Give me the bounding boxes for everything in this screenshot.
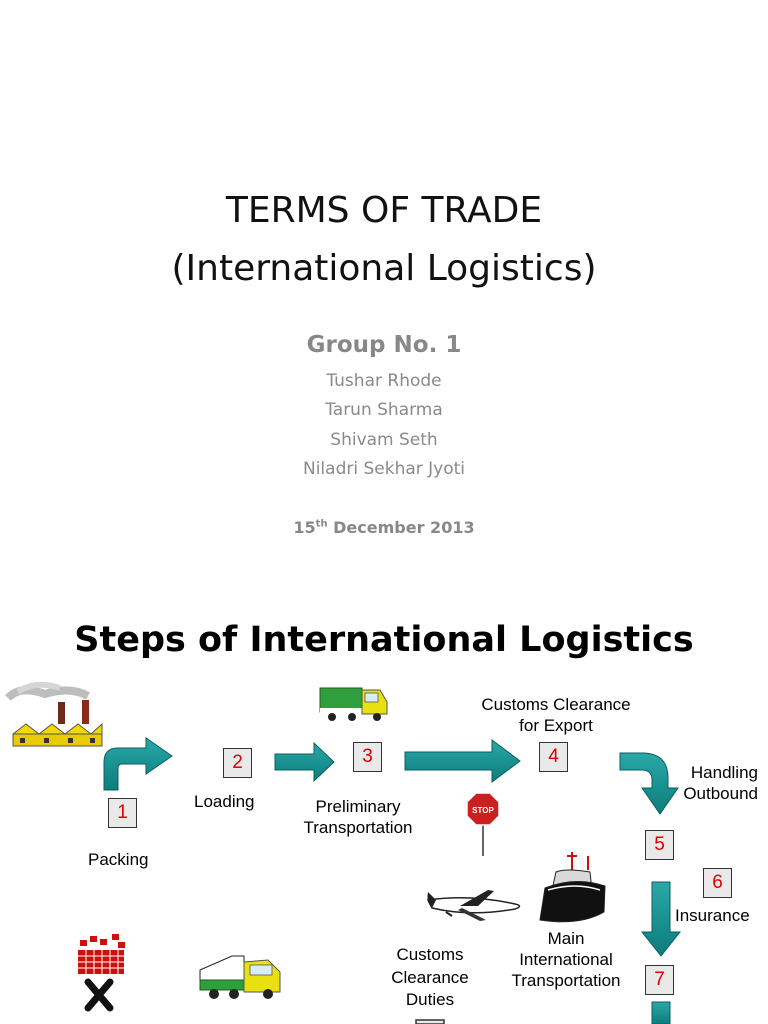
slide-title: Steps of International Logistics [74, 620, 694, 660]
presentation-date: 15th December 2013 [0, 518, 768, 537]
label-line: for Export [519, 716, 593, 735]
label-insurance: Insurance [675, 906, 750, 925]
member-name: Niladri Sekhar Jyoti [302, 459, 466, 479]
label-line: Preliminary [315, 797, 401, 816]
label-line: Transportation [511, 971, 621, 990]
label-customs-export: Customs Clearance for Export [470, 694, 642, 736]
step-box-1: 1 [108, 798, 137, 828]
label-line: Duties [405, 990, 455, 1009]
logistics-steps-slide: STOP [0, 590, 768, 1024]
label-line: Handling [690, 763, 758, 782]
flow-arrow-icon [274, 741, 335, 783]
label-loading: Loading [194, 792, 255, 811]
step-box-3: 3 [353, 742, 382, 772]
label-handling-outbound: Handling Outbound [668, 762, 758, 804]
label-main-transportation: Main International Transportation [500, 928, 632, 991]
flow-arrow-icon [404, 739, 521, 783]
stop-sign-icon: STOP [466, 792, 500, 856]
stop-sign-text: STOP [472, 806, 494, 815]
date-rest: December 2013 [327, 518, 475, 537]
group-heading: Group No. 1 [306, 332, 462, 358]
flow-arrow-icon [619, 752, 679, 815]
airplane-icon [426, 890, 521, 921]
title-slide: TERMS OF TRADE (International Logistics)… [0, 190, 768, 537]
truck-icon [319, 687, 388, 721]
label-line: Customs Clearance [481, 695, 631, 714]
label-customs-duties: Customs Clearance Duties [384, 944, 476, 1012]
slide-title-line2: (International Logistics) [171, 248, 597, 289]
label-line: Customs [396, 945, 464, 964]
step-box-2: 2 [223, 748, 252, 778]
step-box-6: 6 [703, 868, 732, 898]
flow-arrow-icon [651, 1001, 671, 1024]
label-line: Outbound [683, 784, 758, 803]
member-name: Shivam Seth [330, 430, 438, 450]
step-box-5: 5 [645, 830, 674, 860]
flow-arrow-icon [640, 881, 682, 957]
label-preliminary-transportation: Preliminary Transportation [298, 796, 418, 838]
member-name: Tarun Sharma [325, 400, 443, 420]
flow-arrow-icon [103, 737, 173, 791]
bricks-icon [78, 934, 125, 1012]
truck-icon [199, 955, 281, 999]
slide-title-line1: TERMS OF TRADE [225, 190, 543, 231]
date-day: 15 [293, 518, 316, 537]
step-box-4: 4 [539, 742, 568, 772]
ship-icon [539, 852, 606, 923]
step-box-partial [415, 1019, 445, 1024]
date-suffix: th [315, 518, 328, 530]
logistics-diagram: STOP [5, 681, 682, 1024]
factory-icon [5, 681, 103, 747]
label-line: International [519, 950, 613, 969]
label-packing: Packing [88, 850, 149, 869]
member-name: Tushar Rhode [326, 371, 442, 391]
step-box-7: 7 [645, 965, 674, 995]
label-line: Transportation [303, 818, 413, 837]
label-line: Main [547, 929, 585, 948]
label-line: Clearance [391, 967, 469, 987]
